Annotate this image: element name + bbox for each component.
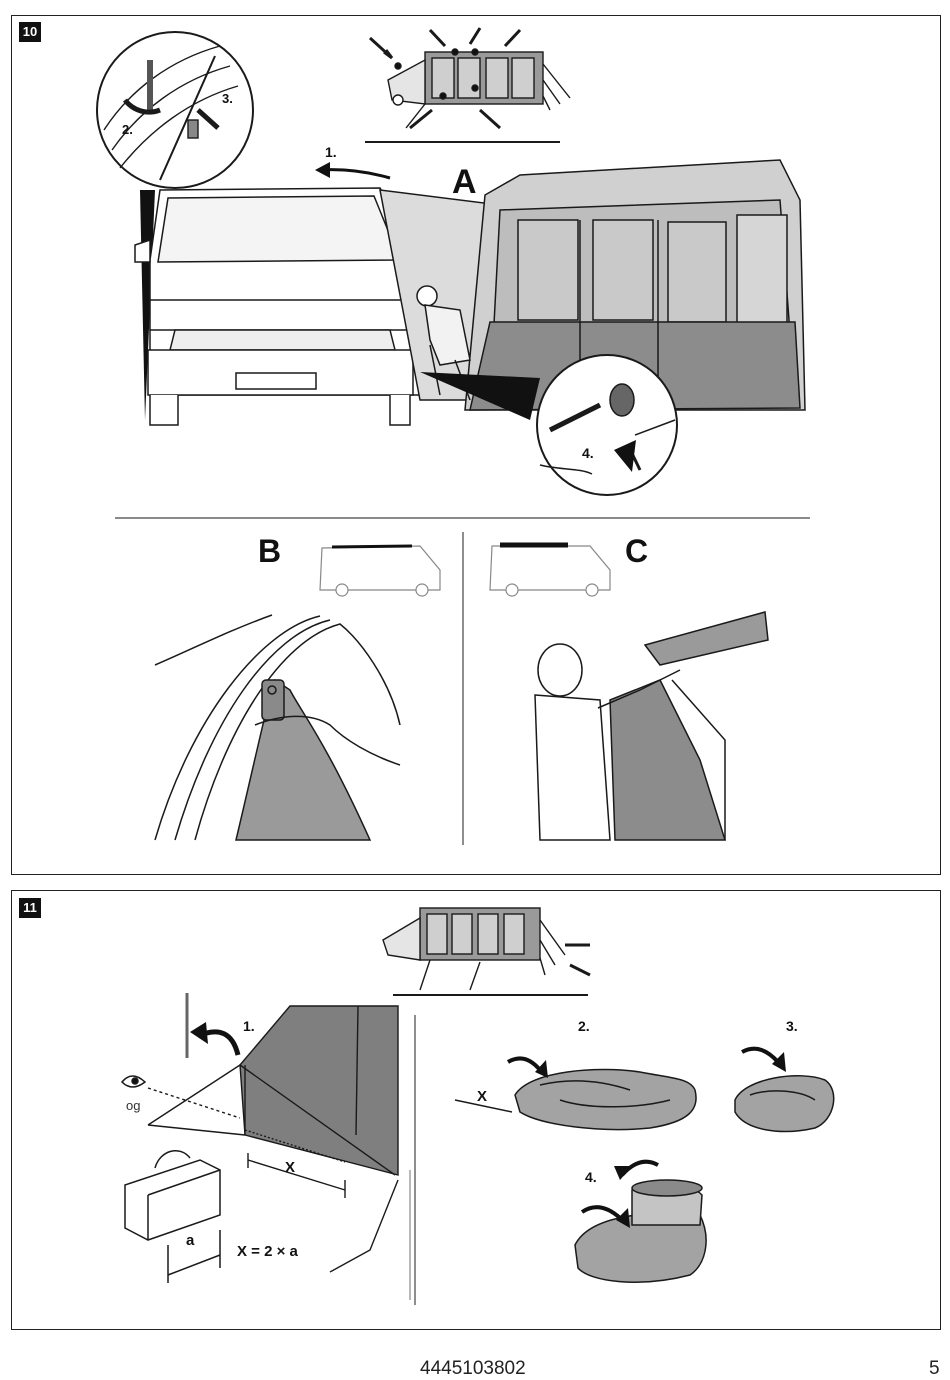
section-label-C: C bbox=[625, 533, 648, 569]
formula-label: X = 2 × a bbox=[237, 1243, 299, 1260]
page-number: 5 bbox=[929, 1358, 940, 1379]
substep-11-1: 1. bbox=[243, 1018, 255, 1034]
awning-rail-B bbox=[154, 614, 401, 841]
detail-circle-peg bbox=[420, 354, 678, 496]
dimension-x-label: X bbox=[285, 1159, 295, 1176]
eye-icon bbox=[120, 1075, 147, 1088]
step-11-badge: 11 bbox=[19, 898, 41, 918]
person-threading-awning-C bbox=[534, 611, 769, 841]
overview-van-tent-11 bbox=[382, 907, 591, 996]
section-label-A: A bbox=[452, 163, 477, 201]
overview-van-tent-10 bbox=[365, 27, 571, 143]
step-10-badge: 10 bbox=[19, 22, 41, 42]
folded-fabric-3 bbox=[734, 1075, 835, 1133]
section-label-B: B bbox=[258, 533, 281, 569]
document-number: 4445103802 bbox=[420, 1358, 526, 1379]
van-side-B bbox=[319, 544, 441, 597]
substep-11-3: 3. bbox=[786, 1018, 798, 1034]
substep-11-4: 4. bbox=[585, 1169, 597, 1185]
substep-10-1: 1. bbox=[325, 144, 337, 160]
substep-10-2: 2. bbox=[122, 122, 133, 137]
carry-bag-icon bbox=[124, 1149, 221, 1283]
dimension-a-label: a bbox=[186, 1232, 195, 1249]
van-side-C bbox=[489, 542, 611, 597]
eye-label: og bbox=[126, 1098, 140, 1113]
folded-fabric-2 bbox=[454, 1068, 697, 1131]
dimension-x-label-2: X bbox=[477, 1088, 487, 1105]
substep-11-2: 2. bbox=[578, 1018, 590, 1034]
van-front-A bbox=[134, 187, 429, 426]
tent-guyline-11 bbox=[147, 993, 411, 1300]
substep-10-4: 4. bbox=[582, 445, 594, 461]
step-10-illustration: A B C 1. 2. 3. 4. bbox=[96, 27, 810, 845]
packed-bag-4 bbox=[574, 1179, 707, 1283]
substep-10-3: 3. bbox=[222, 91, 233, 106]
